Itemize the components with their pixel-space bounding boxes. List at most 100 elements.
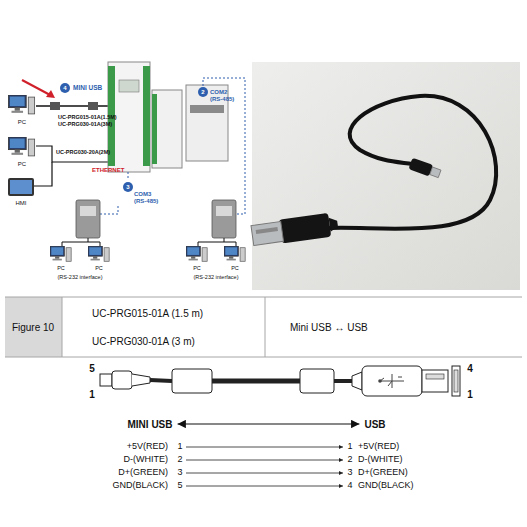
pc-icon — [186, 246, 207, 261]
usb-a-plug — [278, 213, 331, 244]
diagram-label: PC — [18, 161, 26, 168]
usb-a-shell — [422, 370, 448, 392]
hmi-icon — [8, 178, 34, 196]
mini-usb-body — [112, 371, 132, 389]
diagram-label: COM2 — [210, 89, 227, 96]
cable — [330, 96, 496, 229]
pin-wire — [186, 460, 343, 461]
plc-module — [152, 90, 182, 168]
pc-icon — [8, 95, 34, 114]
diagram-label: 2 — [201, 89, 204, 96]
cable-photo — [251, 62, 520, 290]
strain-relief — [352, 372, 362, 390]
diagram-label: 3 — [126, 184, 129, 191]
pin-label: D-(WHITE) — [358, 455, 403, 465]
ferrite-core — [172, 369, 212, 393]
ethernet-cable — [34, 162, 52, 186]
diagram-label: (RS-485) — [134, 198, 158, 205]
terminal-strip — [152, 94, 157, 164]
pin-wires — [186, 447, 343, 486]
red-arrowhead — [46, 90, 55, 98]
pin-label: 2 — [347, 455, 352, 465]
table-cell: Figure 10 — [12, 322, 54, 333]
pin-label: 3 — [177, 468, 182, 478]
red-arrow — [22, 80, 52, 96]
cable — [150, 380, 172, 381]
connector-end-text: USB — [364, 419, 385, 430]
connector-end-label: MINI USB — [125, 418, 176, 431]
cable — [334, 379, 352, 383]
strain-relief — [132, 374, 150, 386]
pin-label: 5 — [177, 481, 182, 491]
usb-a-face-inner — [454, 370, 458, 392]
diagram-label: PC — [95, 265, 103, 271]
pin-label: 1 — [89, 389, 95, 400]
ferrite-core — [300, 369, 334, 393]
mini-usb-tip — [100, 374, 112, 386]
spec-table — [5, 297, 522, 357]
ifd6500-converter — [76, 200, 100, 238]
com3-line — [128, 172, 129, 180]
cable-drawing — [100, 366, 460, 396]
usb-a-plug — [251, 212, 340, 248]
pin-wire — [186, 447, 343, 448]
table-rules — [5, 297, 522, 357]
diagram-label: PC — [57, 265, 65, 271]
terminal-strip — [143, 66, 150, 166]
usb-a-body — [362, 366, 422, 396]
pin-label: 4 — [467, 363, 473, 374]
pc-icon — [224, 246, 245, 261]
diagram-label: PC — [193, 265, 201, 271]
usb-a-tongue — [426, 374, 444, 379]
cable — [212, 379, 300, 384]
diagram-label: PC — [18, 119, 26, 126]
pin-label: 3 — [347, 468, 352, 478]
com2-line — [203, 78, 245, 214]
usb-a-plug — [251, 221, 283, 245]
plc-display — [119, 80, 139, 92]
table-cell: Mini USB ↔ USB — [290, 322, 368, 333]
diagram-label: UC-PRG030-01A(3M) — [58, 121, 112, 127]
diagram-label: HMI — [16, 200, 27, 207]
diagram-label: UC-PRG015-01A(1.5M) — [58, 114, 117, 120]
converter-face — [216, 206, 232, 216]
usb-symbol — [380, 374, 404, 388]
pc-icon — [8, 137, 34, 156]
rs232-cable — [62, 238, 100, 246]
pin-label: +5V(RED) — [127, 442, 168, 452]
usb-a-plug — [256, 227, 278, 234]
com3-line — [100, 206, 118, 214]
diagram-label: ETHERNET — [92, 167, 124, 174]
pin-label: 5 — [89, 363, 95, 374]
callout-circle — [198, 87, 208, 97]
table-header-cell — [5, 297, 62, 357]
cable-drawing — [378, 379, 382, 383]
usb-a-plug — [329, 217, 339, 232]
diagram-label: (RS-232 interface) — [194, 274, 239, 280]
diagram-label: MINI USB — [73, 84, 102, 91]
converter-face — [80, 206, 96, 216]
ethernet-cable — [36, 146, 112, 162]
connector-end-text: MINI USB — [128, 419, 173, 430]
ifd6500-converter — [212, 200, 236, 238]
pin-label: GND(BLACK) — [358, 481, 414, 491]
diagram-label: UC-PRG030-20A(2M) — [56, 149, 110, 155]
pin-label: 1 — [177, 442, 182, 452]
usb-a-face — [452, 366, 460, 396]
double-arrow — [178, 423, 360, 424]
photo-ground — [252, 62, 520, 290]
pin-label: +5V(RED) — [358, 442, 399, 452]
pin-label: 2 — [177, 455, 182, 465]
diagram-label: PC — [231, 265, 239, 271]
diagram-label: (RS-232 interface) — [58, 274, 103, 280]
pin-label: 1 — [347, 442, 352, 452]
pin-wire — [186, 473, 343, 474]
pc-icon — [50, 246, 71, 261]
mini-usb-plug — [408, 158, 433, 177]
pin-label: 1 — [467, 389, 473, 400]
diagram-label: (RS-485) — [210, 96, 234, 103]
ferrite — [50, 102, 60, 110]
pin-wire — [186, 486, 343, 487]
